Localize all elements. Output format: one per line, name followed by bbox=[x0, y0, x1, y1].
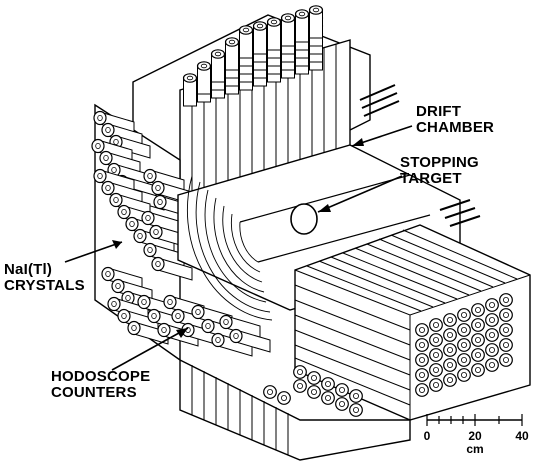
stopping-target-disc bbox=[290, 203, 318, 235]
nai-crystals-leader bbox=[64, 241, 123, 263]
scale-tick-40: 40 bbox=[515, 429, 529, 443]
stopping-target-label-line2: TARGET bbox=[400, 170, 462, 187]
hodoscope-counters-label-line1: HODOSCOPE bbox=[51, 368, 151, 385]
nai-crystals-label-line2: CRYSTALS bbox=[4, 277, 85, 294]
scale-tick-20: 20 bbox=[468, 429, 482, 443]
nai-crystals-label: NaI(Tl) CRYSTALS bbox=[4, 262, 85, 294]
nai-crystals-label-line1: NaI(Tl) bbox=[4, 261, 53, 278]
drift-chamber-label-line2: CHAMBER bbox=[416, 119, 495, 136]
drift-chamber-label-line1: DRIFT bbox=[416, 103, 462, 120]
scale-bar: 0 20 40 cm bbox=[424, 414, 529, 456]
scale-tick-0: 0 bbox=[424, 429, 431, 443]
bottom-crystal-block bbox=[179, 358, 411, 461]
stopping-target-label-line1: STOPPING bbox=[400, 154, 479, 171]
drift-chamber-label: DRIFT CHAMBER bbox=[416, 104, 494, 136]
right-crystal-block bbox=[294, 199, 531, 421]
hodoscope-counters-label: HODOSCOPE COUNTERS bbox=[51, 369, 150, 401]
hodoscope-counters-label-line2: COUNTERS bbox=[51, 384, 137, 401]
stopping-target-label: STOPPING TARGET bbox=[400, 155, 479, 187]
stopping-target-leader bbox=[317, 175, 403, 213]
hodoscope-leader bbox=[111, 327, 189, 371]
scale-unit: cm bbox=[466, 442, 483, 456]
